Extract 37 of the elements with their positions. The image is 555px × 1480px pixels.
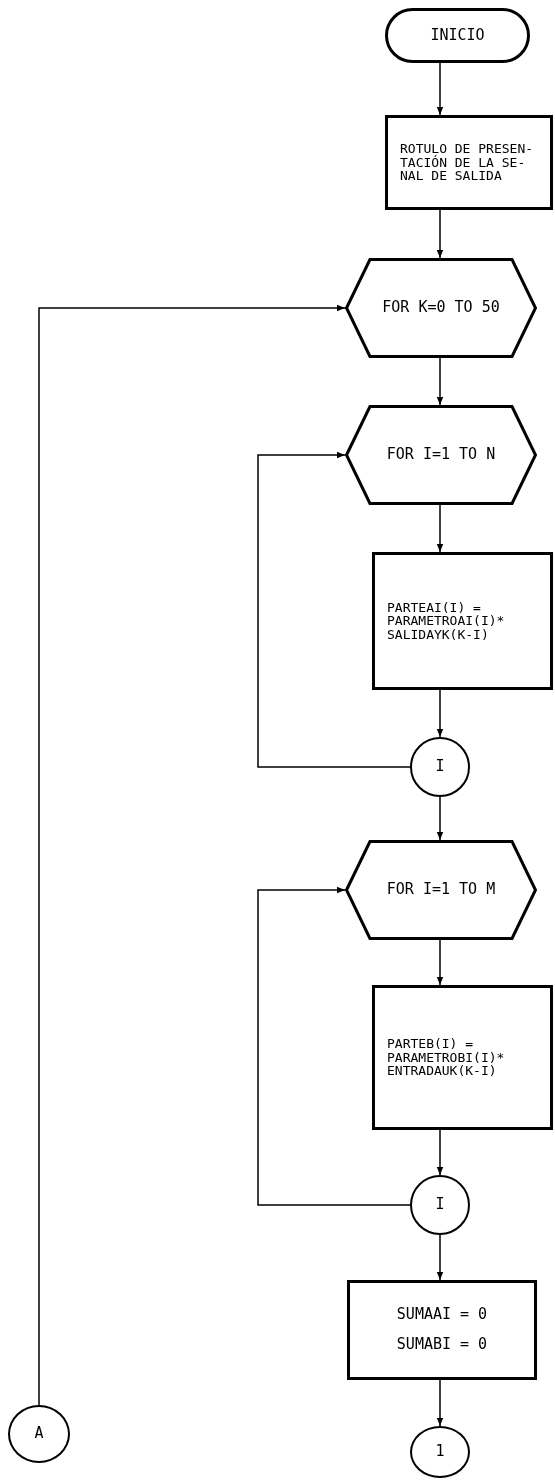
arrow [436, 1234, 444, 1281]
node-text: PARTEB(I) = PARAMETROBI(I)* ENTRADAUK(K-I) [387, 1037, 506, 1078]
arrow [436, 1129, 444, 1176]
node-text: PARTEAI(I) = PARAMETROAI(I)* SALIDAYK(K-I) [387, 600, 506, 642]
connector-circle [410, 737, 470, 797]
process-box [347, 1280, 537, 1380]
arrow [257, 886, 411, 1206]
arrow [436, 62, 444, 116]
node-text: 1 [435, 1444, 445, 1460]
node-text: FOR I=1 TO M [386, 882, 496, 898]
arrow [436, 939, 444, 986]
node-text: FOR K=0 TO 50 [382, 300, 500, 316]
arrow [436, 689, 444, 738]
loop-hexagon [345, 405, 537, 505]
arrow [436, 504, 444, 553]
connector-circle [410, 1175, 470, 1235]
process-box [372, 985, 553, 1130]
loop-hexagon [345, 840, 537, 940]
arrow [38, 304, 346, 1406]
node-text: I [435, 1197, 445, 1213]
arrow [436, 357, 444, 406]
process-box [372, 552, 553, 690]
node-text: A [34, 1426, 44, 1442]
arrow [436, 1379, 444, 1427]
loop-hexagon [345, 258, 537, 358]
arrow [257, 451, 411, 768]
connector-circle [410, 1426, 470, 1478]
node-text: I [435, 759, 445, 775]
node-text: FOR I=1 TO N [386, 447, 496, 463]
arrow [436, 796, 444, 841]
terminal-shape [385, 8, 530, 63]
arrow [436, 209, 444, 259]
node-text: SUMABI = 0 [396, 1337, 488, 1353]
node-text: INICIO [430, 27, 485, 44]
node-text: ROTULO DE PRESEN- TACIÓN DE LA SE- NAL DE SALIDA [400, 142, 535, 183]
process-box [385, 115, 553, 210]
node-text: SUMAAI = 0 [396, 1307, 488, 1323]
